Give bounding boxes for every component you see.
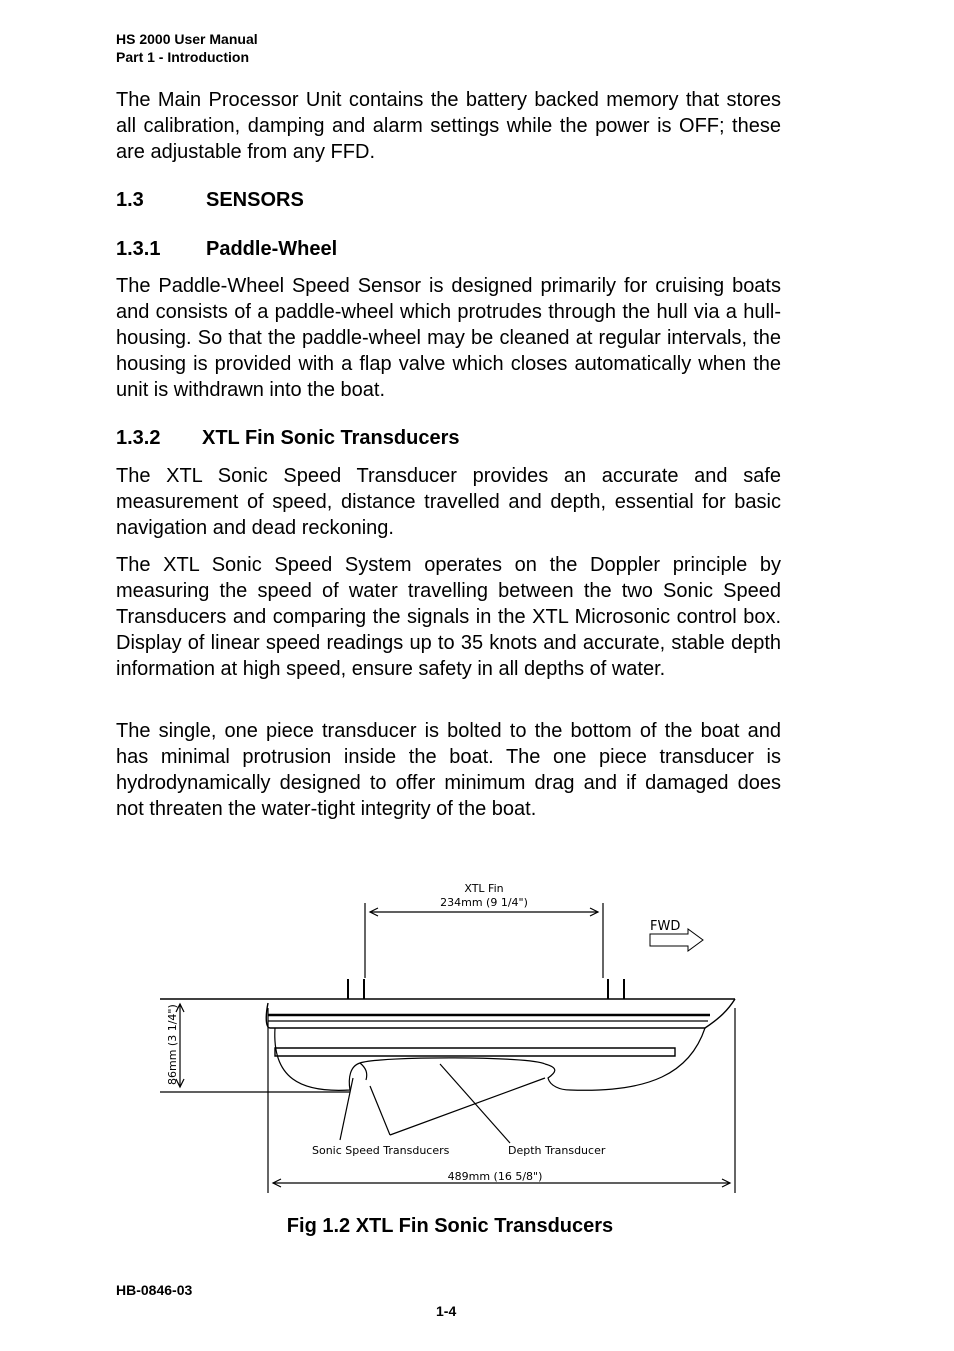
sonic-transducers-label: Sonic Speed Transducers — [312, 1144, 450, 1157]
figure-caption: Fig 1.2 XTL Fin Sonic Transducers — [286, 1215, 614, 1237]
section-heading-1-3-1: 1.3.1 Paddle-Wheel — [116, 236, 337, 262]
header-title: HS 2000 User Manual — [116, 31, 258, 47]
xtl-fin-label: XTL Fin — [464, 882, 503, 895]
section-number: 1.3.1 — [116, 238, 161, 260]
intro-paragraph: The Main Processor Unit contains the bat… — [116, 89, 781, 163]
height-label: 86mm (3 1/4") — [166, 1004, 179, 1085]
section-number: 1.3.2 — [116, 427, 161, 449]
fwd-label: FWD — [650, 919, 680, 934]
section-heading-1-3: 1.3 SENSORS — [116, 187, 304, 213]
overall-length-label: 489mm (16 5/8") — [448, 1170, 543, 1183]
section-title: SENSORS — [206, 189, 304, 211]
xtl-paragraph-1: The XTL Sonic Speed Transducer provides … — [116, 465, 781, 539]
xtl-fin-diagram: XTL Fin 234mm (9 1/4") FWD 86mm (3 1/4")… — [160, 882, 736, 1193]
document-number: HB-0846-03 — [116, 1282, 193, 1298]
xtl-paragraph-3: The single, one piece transducer is bolt… — [116, 720, 781, 820]
page-number: 1-4 — [436, 1303, 457, 1319]
depth-transducer-label: Depth Transducer — [508, 1144, 606, 1157]
fin-span-label: 234mm (9 1/4") — [440, 896, 528, 909]
header-subtitle: Part 1 - Introduction — [116, 49, 249, 65]
section-title: Paddle-Wheel — [206, 238, 338, 260]
paddle-wheel-paragraph: The Paddle-Wheel Speed Sensor is designe… — [116, 275, 781, 401]
section-title: XTL Fin Sonic Transducers — [202, 427, 460, 449]
section-number: 1.3 — [116, 189, 144, 211]
section-heading-1-3-2: 1.3.2 XTL Fin Sonic Transducers — [116, 425, 459, 451]
xtl-paragraph-2: The XTL Sonic Speed System operates on t… — [116, 554, 781, 680]
